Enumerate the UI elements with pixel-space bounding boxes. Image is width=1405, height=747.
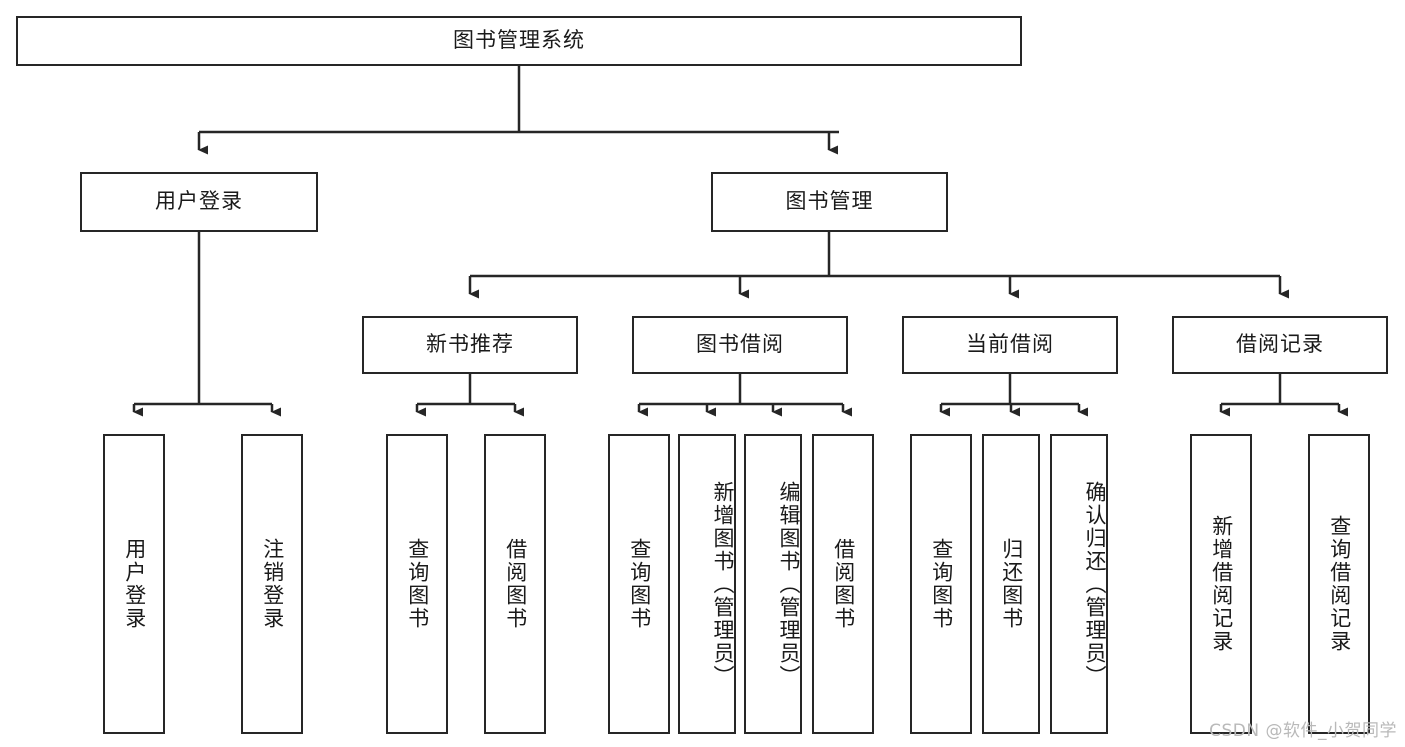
node-label: 当前借阅 <box>966 332 1054 357</box>
node-user-login[interactable]: 用户登录 <box>80 172 318 232</box>
node-leaf-confirm-return[interactable]: 确认归还（管理员） <box>1050 434 1108 734</box>
csdn-watermark: CSDN @软件_小贺同学 <box>1209 721 1397 741</box>
node-title-system[interactable]: 图书管理系统 <box>16 16 1022 66</box>
node-label: 确认归还（管理员） <box>1083 480 1107 688</box>
node-leaf-return-book[interactable]: 归还图书 <box>982 434 1040 734</box>
node-leaf-borrow-book-1[interactable]: 借阅图书 <box>484 434 546 734</box>
node-leaf-user-logout[interactable]: 注销登录 <box>241 434 303 734</box>
node-book-manage[interactable]: 图书管理 <box>711 172 948 232</box>
node-label: 用户登录 <box>155 189 243 214</box>
node-label: 新增图书（管理员） <box>711 480 735 688</box>
node-label: 借阅记录 <box>1236 332 1324 357</box>
node-label: 新书推荐 <box>426 332 514 357</box>
node-label: 新增借阅记录 <box>1209 515 1234 653</box>
node-label: 图书借阅 <box>696 332 784 357</box>
node-book-borrow[interactable]: 图书借阅 <box>632 316 848 374</box>
node-label: 查询借阅记录 <box>1327 515 1352 653</box>
node-current-borrow[interactable]: 当前借阅 <box>902 316 1118 374</box>
node-leaf-query-book-3[interactable]: 查询图书 <box>910 434 972 734</box>
node-label: 查询图书 <box>627 538 652 630</box>
node-label: 归还图书 <box>999 538 1024 630</box>
node-leaf-edit-book[interactable]: 编辑图书（管理员） <box>744 434 802 734</box>
node-label: 用户登录 <box>122 538 147 630</box>
node-label: 编辑图书（管理员） <box>777 480 801 688</box>
node-leaf-user-login[interactable]: 用户登录 <box>103 434 165 734</box>
node-label: 借阅图书 <box>503 538 528 630</box>
node-leaf-query-book-2[interactable]: 查询图书 <box>608 434 670 734</box>
node-label: 图书管理 <box>785 189 874 214</box>
node-label: 注销登录 <box>260 538 285 630</box>
node-leaf-query-record[interactable]: 查询借阅记录 <box>1308 434 1370 734</box>
node-leaf-borrow-book-2[interactable]: 借阅图书 <box>812 434 874 734</box>
node-borrow-record[interactable]: 借阅记录 <box>1172 316 1388 374</box>
node-label: 查询图书 <box>929 538 954 630</box>
node-leaf-add-book[interactable]: 新增图书（管理员） <box>678 434 736 734</box>
node-new-book-recommend[interactable]: 新书推荐 <box>362 316 578 374</box>
node-leaf-query-book-1[interactable]: 查询图书 <box>386 434 448 734</box>
node-label: 查询图书 <box>405 538 430 630</box>
node-leaf-add-record[interactable]: 新增借阅记录 <box>1190 434 1252 734</box>
node-label: 图书管理系统 <box>453 28 585 53</box>
node-label: 借阅图书 <box>831 538 856 630</box>
